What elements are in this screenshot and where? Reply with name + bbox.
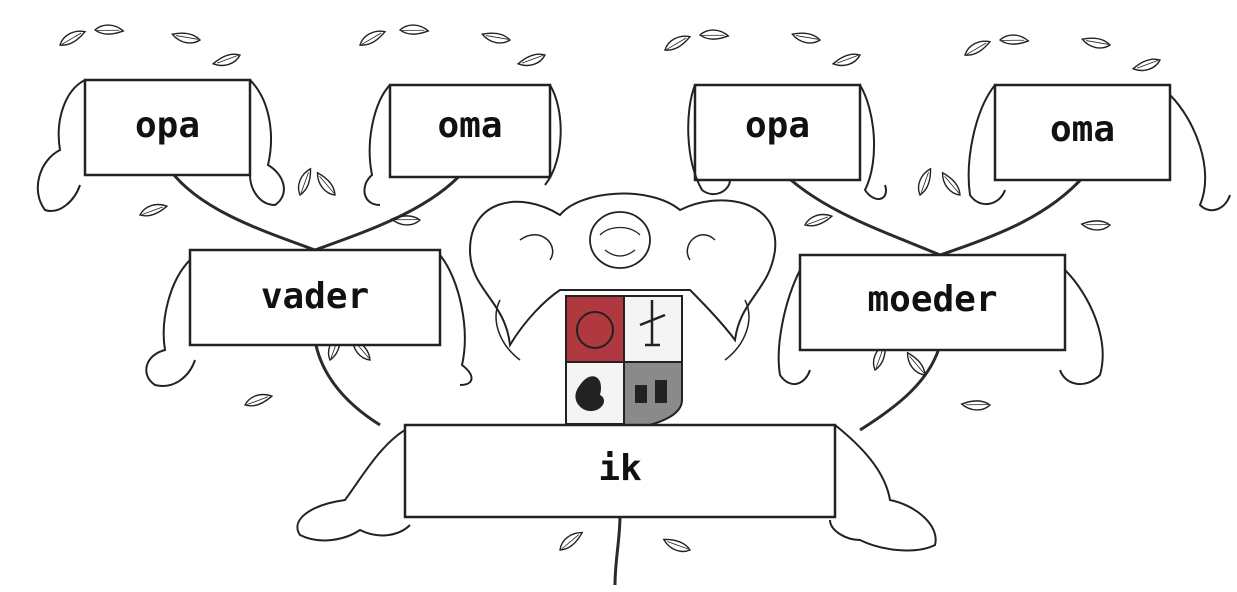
- coat-of-arms: [470, 194, 775, 430]
- label-opa-right: opa: [695, 106, 860, 146]
- label-moeder: moeder: [800, 280, 1065, 320]
- label-oma-right: oma: [995, 110, 1170, 150]
- scroll-vader: [146, 250, 471, 386]
- label-opa-left: opa: [85, 106, 250, 146]
- label-oma-left: oma: [390, 106, 550, 146]
- label-vader: vader: [190, 277, 440, 317]
- label-ik: ik: [405, 449, 835, 489]
